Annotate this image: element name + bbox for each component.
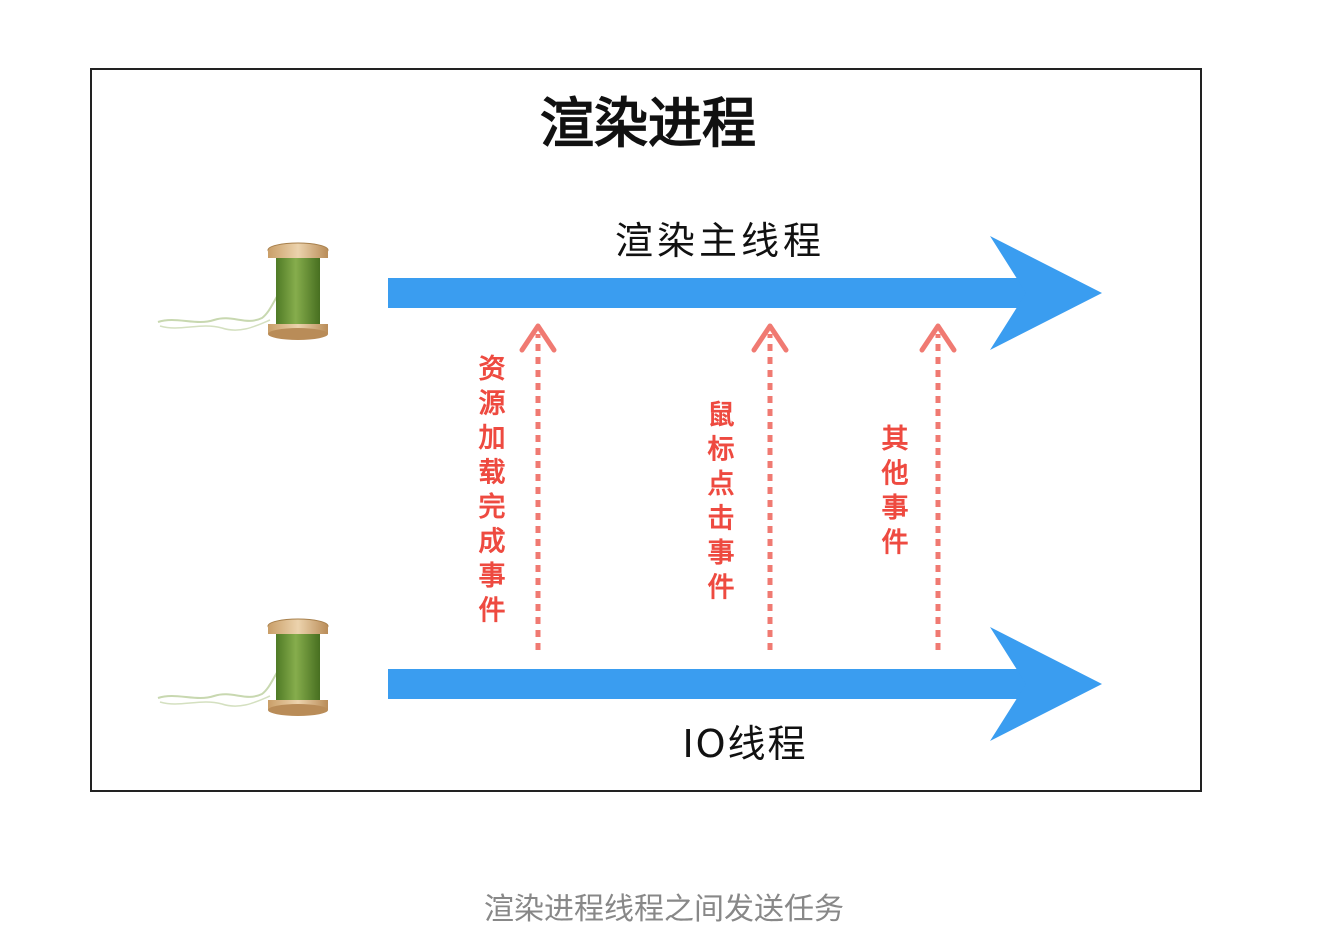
main-thread-label: 渲染主线程 (615, 219, 825, 263)
thread-spool-icon (157, 618, 329, 716)
main-thread-arrow (388, 236, 1102, 350)
event-label-text: 鼠标点击事件 (708, 400, 735, 604)
event-label-text: 资源加载完成事件 (479, 354, 506, 627)
event-label-resource-loaded: 资源加载完成事件 (479, 354, 506, 627)
io-thread-arrow (388, 627, 1102, 741)
render-process-box (90, 68, 1202, 792)
figure-caption: 渲染进程线程之间发送任务 (484, 892, 844, 927)
event-label-text: 其他事件 (881, 424, 909, 559)
event-label-mouse-click: 鼠标点击事件 (708, 400, 735, 604)
event-arrow-resource-loaded (519, 323, 557, 650)
event-arrow-mouse-click (751, 323, 789, 650)
thread-spool-icon (157, 242, 329, 340)
io-thread-label: IO线程 (682, 722, 807, 766)
event-arrow-other (919, 323, 957, 650)
process-title: 渲染进程 (540, 92, 756, 155)
event-label-other: 其他事件 (881, 424, 909, 559)
